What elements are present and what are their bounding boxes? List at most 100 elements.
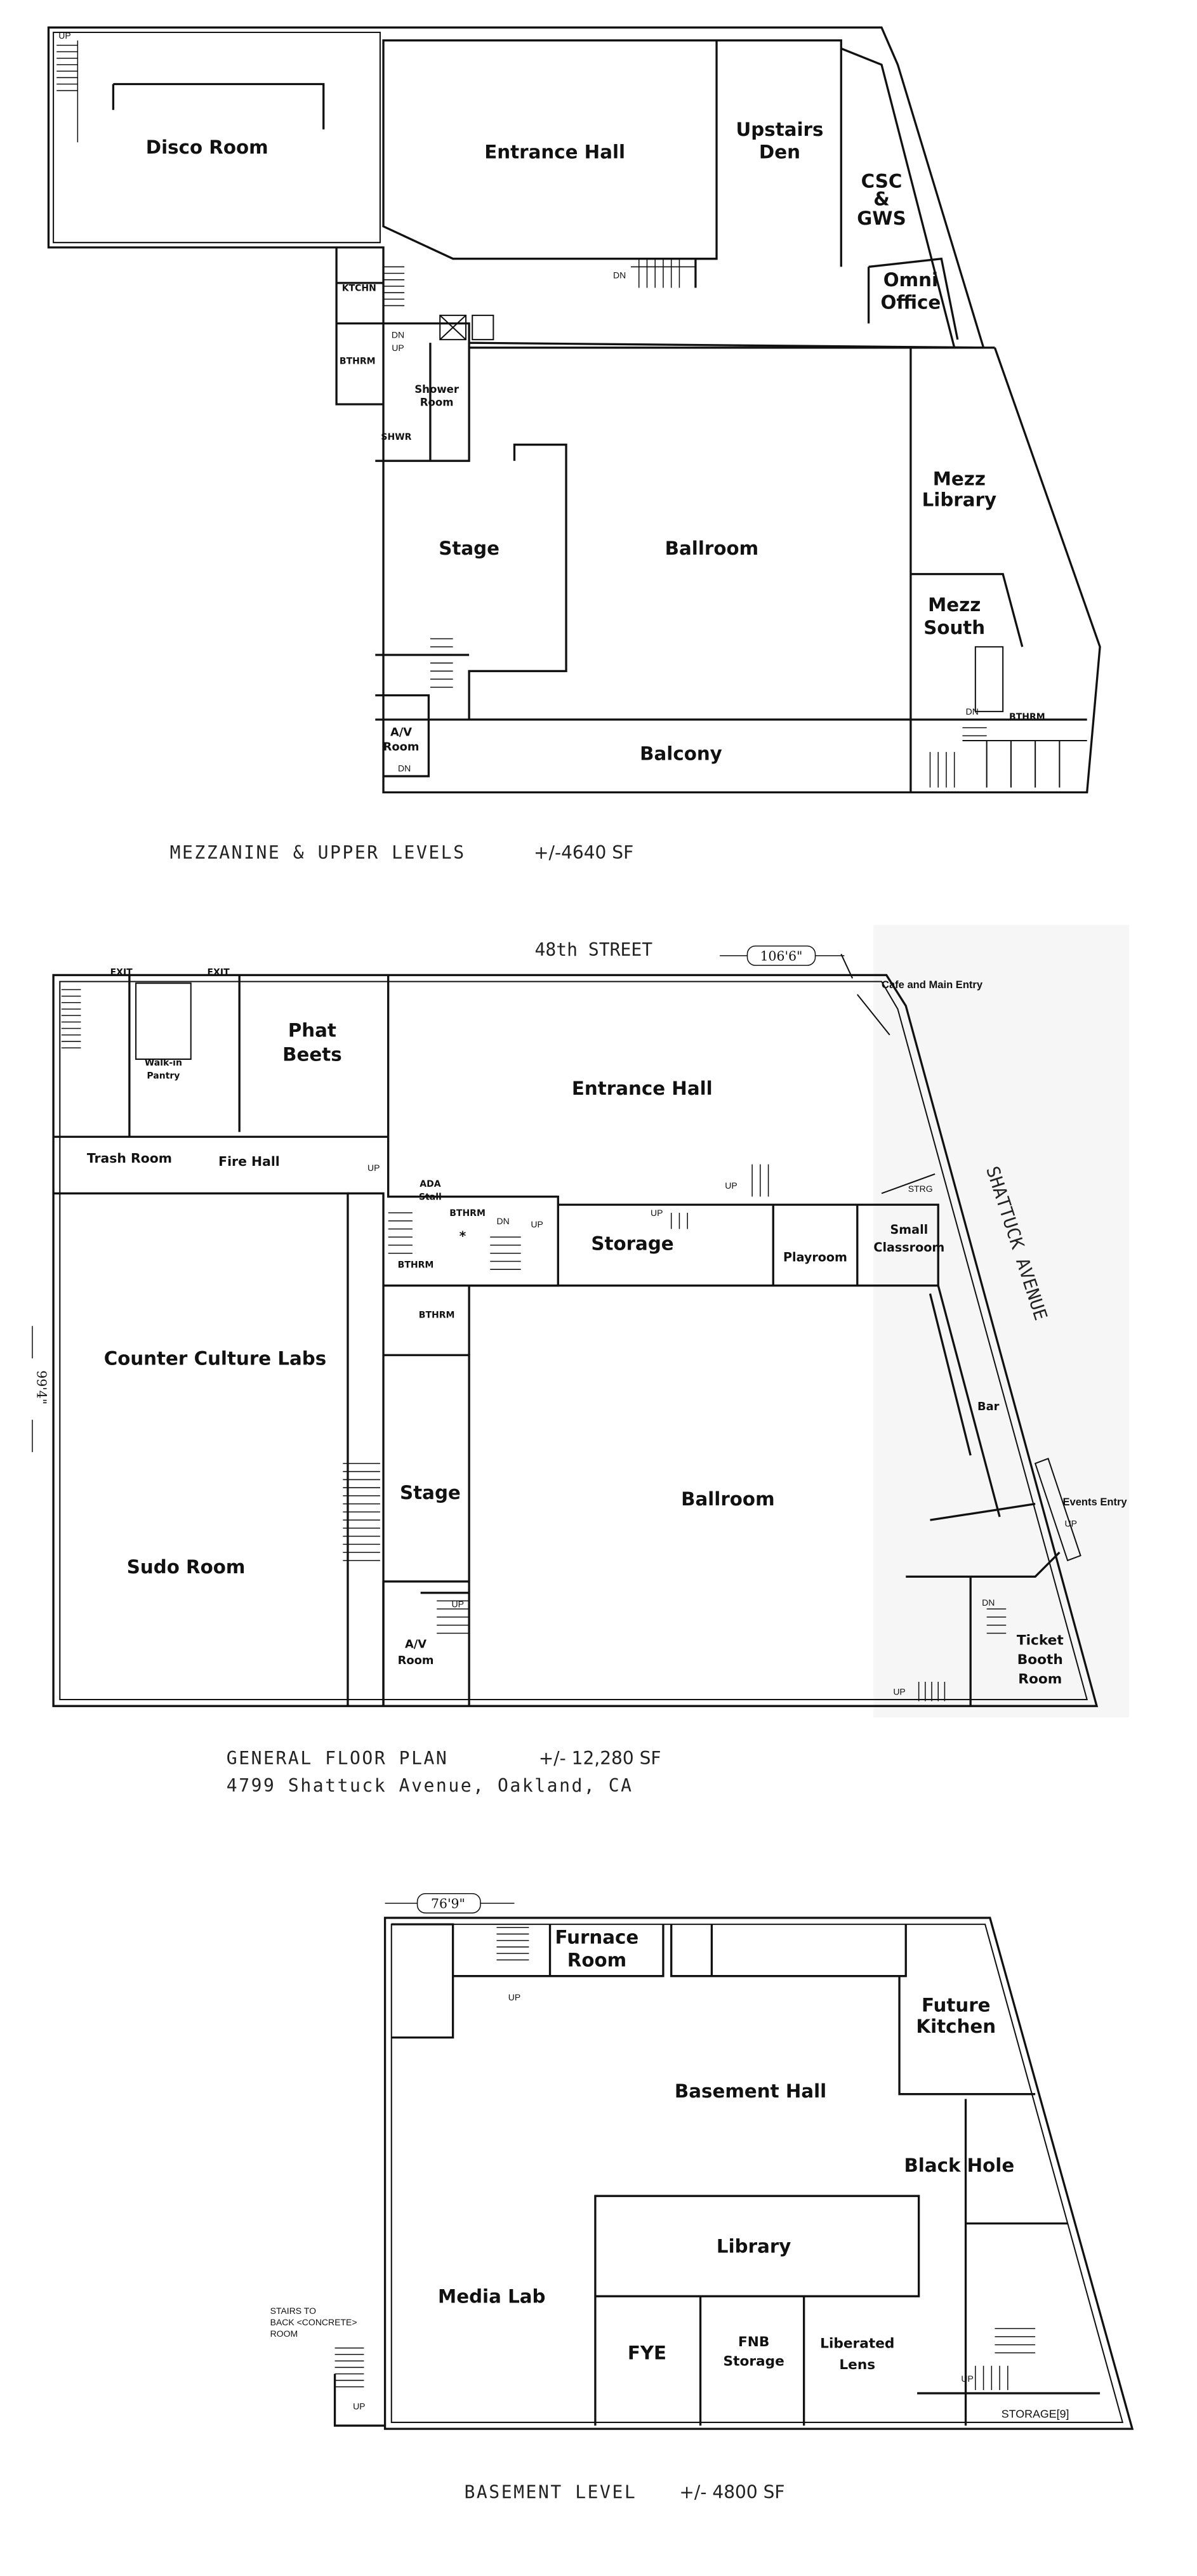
mezzanine-plan: Disco Room Entrance Hall Upstairs Den CS… [47, 26, 1101, 863]
cafe-main-entry-label: Cafe and Main Entry [882, 979, 983, 991]
room-bathroom: BTHRM [398, 1260, 434, 1271]
stair-up-label: UP [353, 2401, 365, 2412]
room-fire-hall: Fire Hall [218, 1154, 280, 1169]
room-liberated-lens-line1: Liberated [820, 2336, 894, 2352]
room-basement-hall: Basement Hall [675, 2080, 826, 2102]
stair-up-label: UP [452, 1599, 464, 1609]
stairs-note-line1: STAIRS TO [270, 2306, 316, 2316]
room-strg: STRG [908, 1184, 933, 1194]
room-disco-room: Disco Room [146, 136, 268, 158]
room-av-room-upper-line2: Room [383, 740, 420, 753]
room-fnb-storage-line2: Storage [724, 2354, 784, 2370]
room-stage: Stage [400, 1482, 461, 1503]
stair-up-label: UP [58, 30, 70, 41]
room-csc-line1: CSC [861, 171, 903, 192]
stair-up-label: UP [961, 2374, 973, 2384]
room-black-hole: Black Hole [904, 2155, 1014, 2176]
stair-dn-label: DN [966, 706, 979, 717]
dimension-width: 106'6" [720, 945, 845, 966]
room-av-room-line1: A/V [405, 1637, 427, 1651]
stair-up-label: UP [651, 1208, 663, 1218]
room-furnace-line1: Furnace [555, 1927, 639, 1948]
ground-address: 4799 Shattuck Avenue, Oakland, CA [227, 1775, 633, 1796]
stair-dn-label: DN [613, 270, 626, 280]
room-bathroom: BTHRM [449, 1208, 486, 1219]
basement-walls [333, 1917, 1134, 2430]
room-mezz-library-line2: Library [922, 489, 996, 511]
room-balcony: Balcony [640, 743, 722, 765]
room-sudo-room: Sudo Room [127, 1556, 246, 1578]
ground-area: +/- 12,280 SF [539, 1748, 661, 1769]
mezzanine-caption: MEZZANINE & UPPER LEVELS [170, 842, 466, 863]
dimension-height-label: 99'4" [34, 1370, 50, 1404]
room-fye: FYE [628, 2342, 666, 2364]
dimension-width-label: 106'6" [760, 949, 803, 964]
stair-up-label: UP [508, 1992, 520, 2002]
stair-dn-label: DN [398, 763, 411, 773]
room-bathroom-upper: BTHRM [340, 356, 376, 366]
ground-walls [52, 953, 1099, 1707]
dimension-basement-width-label: 76'9" [431, 1896, 465, 1912]
room-mezz-south-line2: South [923, 617, 985, 638]
room-playroom: Playroom [783, 1250, 847, 1264]
room-phat-beets-line2: Beets [282, 1044, 342, 1066]
bathroom-asterisk: * [460, 1228, 466, 1243]
mezzanine-area: +/-4640 SF [534, 842, 633, 863]
room-av-room-upper-line1: A/V [390, 725, 412, 739]
room-mezz-library-line1: Mezz [933, 468, 986, 489]
mezzanine-walls [47, 26, 1101, 794]
stair-up-label: UP [725, 1180, 737, 1191]
room-ada-stall-line1: ADA [420, 1179, 440, 1189]
room-csc-line3: GWS [857, 208, 906, 229]
room-future-kitchen-line1: Future [922, 1995, 991, 2016]
ground-floor-plan: 48th STREET 106'6" Cafe and Main Entry S… [32, 925, 1129, 1796]
room-shower: SHWR [381, 432, 411, 442]
stairs [61, 989, 1007, 1701]
room-ballroom-upper: Ballroom [665, 538, 758, 559]
room-trash-room: Trash Room [87, 1151, 172, 1166]
room-upstairs-den-line1: Upstairs [736, 119, 823, 140]
exit-label: EXIT [110, 967, 133, 977]
room-ballroom: Ballroom [681, 1488, 774, 1510]
stair-up-label: UP [893, 1686, 905, 1696]
room-bathroom-south: BTHRM [1009, 712, 1045, 722]
bar-label: Bar [977, 1400, 1000, 1413]
ground-caption: GENERAL FLOOR PLAN [227, 1748, 449, 1769]
room-av-room-line2: Room [398, 1654, 434, 1667]
room-csc-line2: & [873, 188, 890, 210]
room-liberated-lens-line2: Lens [839, 2357, 875, 2373]
basement-area: +/- 4800 SF [679, 2482, 784, 2503]
stair-dn-label: DN [392, 330, 404, 340]
room-omni-office-line1: Omni [883, 269, 938, 291]
room-entrance-hall: Entrance Hall [572, 1078, 713, 1099]
room-library: Library [717, 2235, 791, 2257]
stair-up-label: UP [1064, 1518, 1076, 1528]
stairs [56, 40, 987, 788]
dimension-height: 99'4" [32, 1326, 50, 1453]
room-shower-room-line1: Shower [414, 383, 460, 395]
room-bathroom: BTHRM [419, 1311, 455, 1321]
room-future-kitchen-line2: Kitchen [916, 2016, 996, 2037]
room-stage-upper: Stage [439, 538, 499, 559]
room-phat-beets-line1: Phat [288, 1019, 336, 1041]
room-upstairs-den-line2: Den [759, 142, 800, 163]
room-fnb-storage-line1: FNB [738, 2334, 769, 2350]
room-ticket-booth-line3: Room [1018, 1671, 1062, 1687]
dimension-basement-width: 76'9" [385, 1892, 515, 1914]
room-ticket-booth-line1: Ticket [1017, 1632, 1064, 1648]
room-kitchen: KTCHN [342, 284, 376, 294]
room-pantry-line2: Pantry [147, 1071, 180, 1081]
room-omni-office-line2: Office [880, 292, 941, 314]
room-pantry-line1: Walk-in [145, 1058, 182, 1068]
room-small-classroom-line2: Classroom [873, 1240, 944, 1255]
room-shower-room-line2: Room [420, 397, 454, 409]
stairs [334, 1927, 1036, 2390]
exit-label: EXIT [208, 967, 230, 977]
room-small-classroom-line1: Small [890, 1222, 929, 1237]
scan-shading [873, 925, 1129, 1717]
room-furnace-line2: Room [567, 1949, 626, 1971]
stair-dn-label: DN [497, 1216, 510, 1226]
events-entry-label: Events Entry [1062, 1496, 1127, 1508]
room-mezz-south-line1: Mezz [928, 594, 981, 616]
